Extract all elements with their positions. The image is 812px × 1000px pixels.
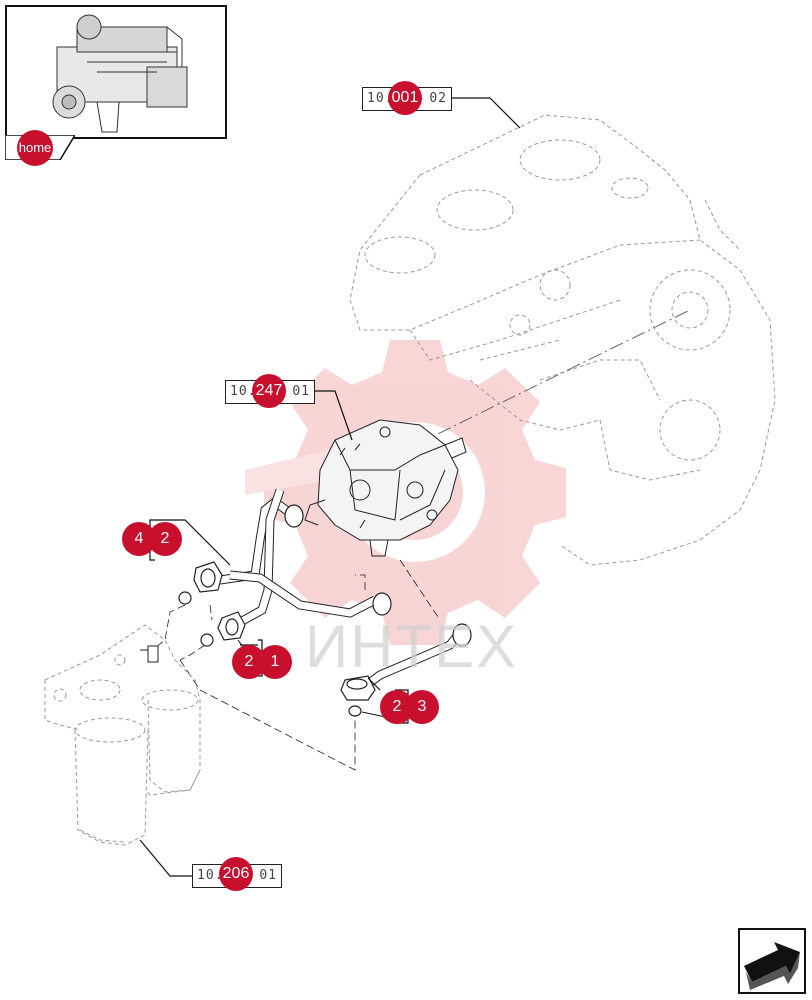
ref-prefix: 10. (197, 868, 224, 883)
next-page-arrow-icon (738, 928, 806, 994)
ref-badge-247[interactable]: 247 (252, 374, 286, 408)
ref-prefix: 10. (367, 91, 394, 106)
fuel-filter-outline (44, 624, 201, 846)
callout-part-2[interactable]: 2 (148, 522, 182, 556)
engine-thumbnail-icon (52, 14, 188, 133)
home-button[interactable]: home (17, 130, 53, 166)
ref-badge-001[interactable]: 001 (388, 81, 422, 115)
callout-part-3[interactable]: 3 (405, 690, 439, 724)
ref-suffix: 02 (429, 91, 447, 106)
ref-suffix: 01 (259, 868, 277, 883)
watermark-text: ИНТЕХ (305, 613, 519, 680)
engine-thumbnail[interactable] (5, 5, 227, 139)
injection-pump (304, 419, 467, 557)
engine-block-outline (349, 114, 776, 566)
ref-badge-206[interactable]: 206 (219, 857, 253, 891)
ref-prefix: 10. (230, 384, 257, 399)
callout-part-1[interactable]: 1 (258, 645, 292, 679)
ref-suffix: 01 (292, 384, 310, 399)
next-page-button[interactable] (738, 928, 806, 994)
